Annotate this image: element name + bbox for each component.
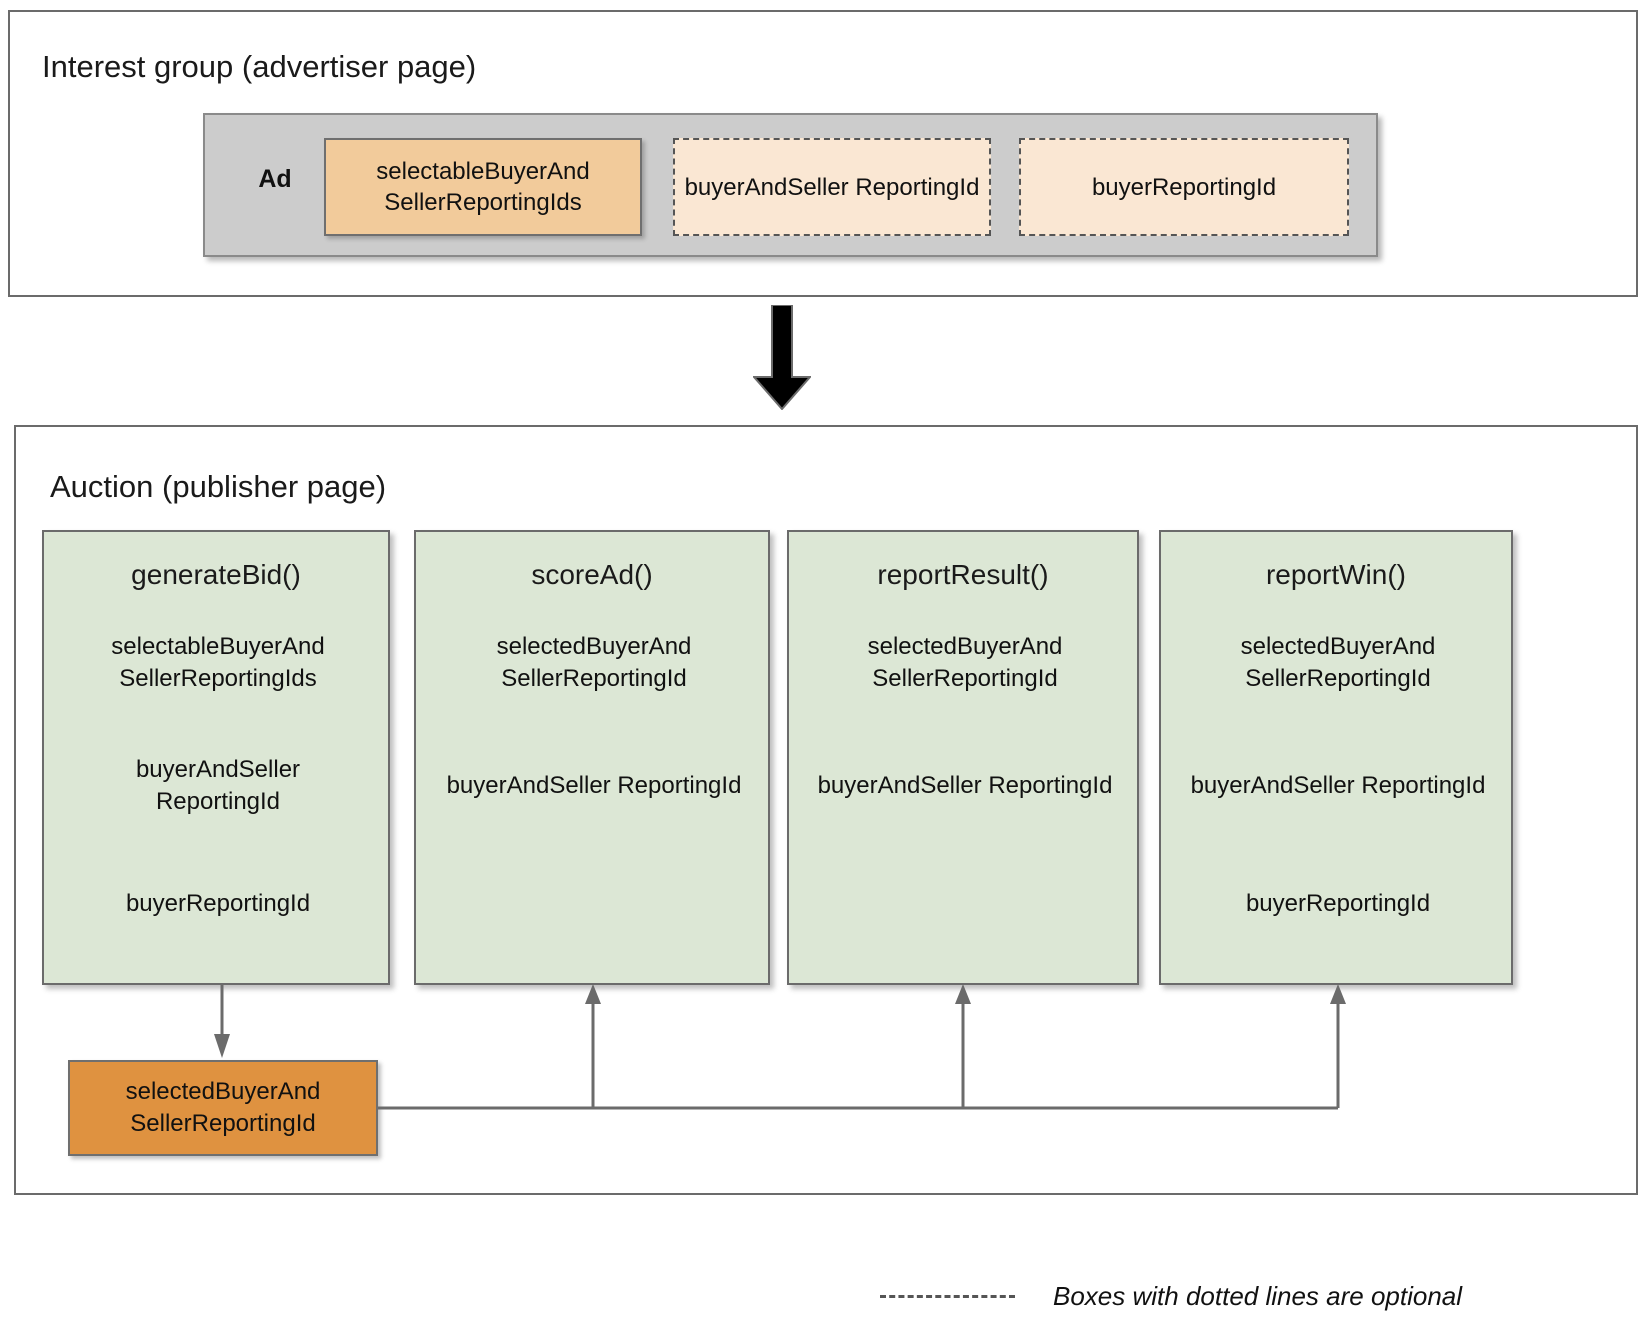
dashed-line-icon [880, 1294, 1015, 1298]
report-result-chip-buyer-and-seller-reporting-id: buyerAndSeller ReportingId [817, 772, 1113, 799]
generate-bid-chip-buyer-reporting-id: buyerReportingId [125, 890, 311, 917]
interest-group-title: Interest group (advertiser page) [42, 49, 477, 84]
down-arrow-icon [751, 304, 813, 411]
selected-buyer-and-seller-reporting-id-output: selectedBuyerAnd SellerReportingId [68, 1060, 378, 1156]
ig-chip-selectable-buyer-and-seller-reporting-ids: selectableBuyerAnd SellerReportingIds [324, 138, 642, 236]
function-column-generate-bid: generateBid() selectableBuyerAnd SellerR… [42, 530, 390, 985]
report-win-chip-buyer-reporting-id: buyerReportingId [1245, 890, 1431, 917]
interest-group-panel: Interest group (advertiser page) Ad sele… [8, 10, 1638, 297]
score-ad-chip-buyer-and-seller-reporting-id: buyerAndSeller ReportingId [446, 772, 742, 799]
function-name-report-win: reportWin() [1265, 559, 1406, 590]
score-ad-chip-selected-buyer-and-seller-reporting-id: selectedBuyerAnd SellerReportingId [496, 633, 692, 692]
ig-chip-buyer-and-seller-reporting-id: buyerAndSeller ReportingId [673, 138, 991, 236]
generate-bid-chip-buyer-and-seller-reporting-id: buyerAndSeller ReportingId [135, 756, 301, 815]
report-result-chip-selected-buyer-and-seller-reporting-id: selectedBuyerAnd SellerReportingId [867, 633, 1063, 692]
ad-container: Ad selectableBuyerAnd SellerReportingIds… [203, 113, 1378, 257]
auction-title: Auction (publisher page) [50, 469, 387, 504]
ad-label: Ad [258, 165, 292, 193]
function-name-generate-bid: generateBid() [131, 559, 301, 590]
function-name-score-ad: scoreAd() [531, 559, 653, 590]
legend: Boxes with dotted lines are optional [880, 1278, 1580, 1314]
legend-text: Boxes with dotted lines are optional [1053, 1280, 1463, 1311]
function-column-report-result: reportResult() selectedBuyerAnd SellerRe… [787, 530, 1139, 985]
report-win-chip-selected-buyer-and-seller-reporting-id: selectedBuyerAnd SellerReportingId [1240, 633, 1436, 692]
function-column-report-win: reportWin() selectedBuyerAnd SellerRepor… [1159, 530, 1513, 985]
report-win-chip-buyer-and-seller-reporting-id: buyerAndSeller ReportingId [1190, 772, 1486, 799]
ig-chip-buyer-reporting-id: buyerReportingId [1019, 138, 1349, 236]
generate-bid-chip-selectable-buyer-and-seller-reporting-ids: selectableBuyerAnd SellerReportingIds [111, 633, 325, 692]
function-name-report-result: reportResult() [877, 559, 1049, 590]
function-column-score-ad: scoreAd() selectedBuyerAnd SellerReporti… [414, 530, 770, 985]
